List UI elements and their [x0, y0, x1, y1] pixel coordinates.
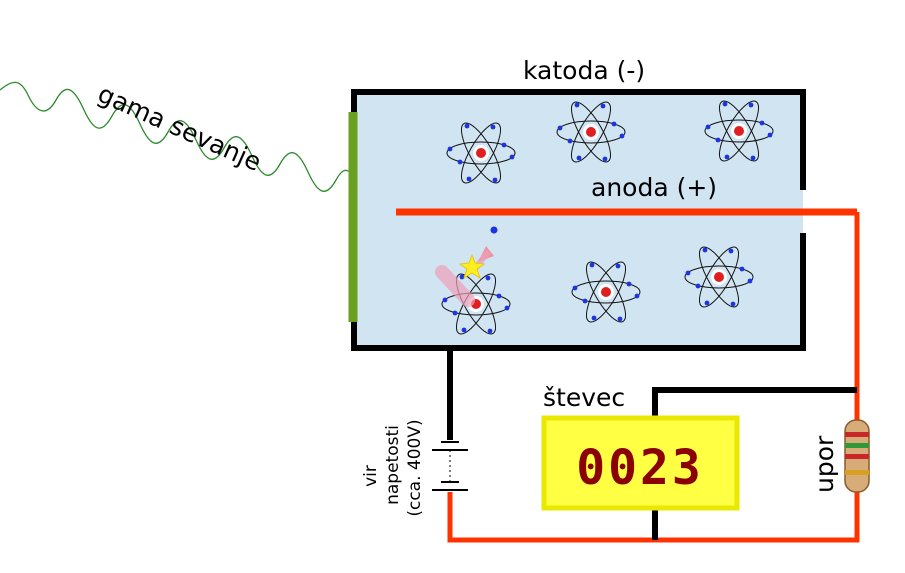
counter-display: 0023: [576, 440, 704, 496]
counter-wire: [652, 387, 857, 420]
ejected-electron: [490, 226, 498, 234]
impact-star-icon: [458, 253, 486, 279]
voltage-source-label-line3: (cca. 400V): [405, 419, 425, 516]
cathode-label: katoda (-): [523, 56, 645, 85]
counter-label: števec: [543, 383, 625, 412]
radiation-label: gama sevanje: [94, 79, 266, 177]
resistor-label: upor: [810, 435, 839, 493]
anode-label: anoda (+): [591, 173, 717, 202]
voltage-source-label-line1: vir: [361, 465, 381, 487]
counter-box: [541, 415, 740, 511]
resistor-icon: [844, 419, 870, 493]
battery-icon: [432, 441, 468, 491]
voltage-source-label-line2: napetosti: [383, 425, 403, 505]
